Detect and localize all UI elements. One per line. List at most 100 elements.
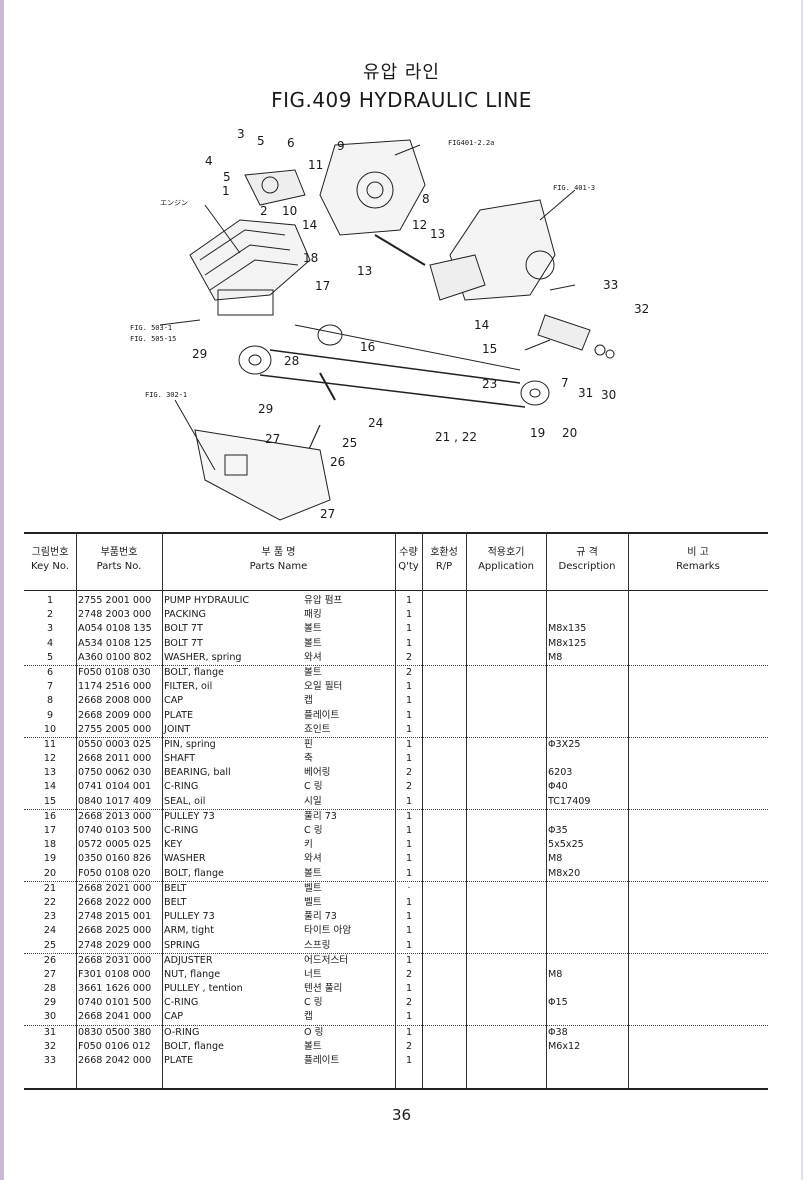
row-key: 32 [43,1040,57,1052]
row-key: 23 [43,911,57,923]
column-divider [76,534,77,1088]
callout-number: 29 [258,402,273,416]
row-part-name: PUMP HYDRAULIC [164,595,250,606]
row-key: 26 [43,954,57,966]
row-key: 28 [43,983,57,995]
callout-number: 16 [360,340,375,354]
row-part-name-korean: 플레이트 [304,709,340,721]
row-quantity: 1 [405,1026,413,1038]
row-part-number: 2668 2013 000 [78,810,152,822]
row-part-number: 2668 2008 000 [78,695,152,707]
row-part-number: A054 0108 135 [78,623,152,635]
callout-number: 26 [330,455,345,469]
ref-fig-503: FIG. 503-1 [130,324,172,332]
callout-number: 6 [287,136,295,150]
row-quantity: 1 [405,595,413,606]
row-key: 30 [43,1011,57,1023]
row-key: 2 [46,609,54,621]
row-description: Φ3X25 [548,738,581,750]
callout-number: 18 [303,251,318,265]
row-part-name: BOLT 7T [164,637,203,649]
row-part-number: F301 0108 000 [78,968,151,980]
header-rp: 호환성 R/P [430,547,458,572]
row-part-number: A360 0100 802 [78,651,152,663]
callout-number: 4 [205,154,213,168]
row-key: 17 [43,825,57,836]
row-quantity: 1 [405,695,413,707]
row-part-name: PIN, spring [164,738,216,750]
row-part-number: 0840 1017 409 [78,795,152,807]
row-part-number: 2748 2015 001 [78,911,152,923]
row-part-number: 0750 0062 030 [78,767,152,779]
row-part-number: 2668 2041 000 [78,1011,152,1023]
row-part-name: KEY [164,839,183,851]
row-key: 31 [43,1026,57,1038]
callout-number: 10 [282,204,297,218]
row-quantity: 1 [405,637,413,649]
row-quantity: 1 [405,753,413,765]
row-part-name-korean: C 링 [304,781,323,793]
callout-number: 7 [561,376,569,390]
row-part-number: 2748 2029 000 [78,939,152,951]
row-part-name: C-RING [164,997,199,1009]
exploded-diagram: エンジン FIG401-2.2a FIG. 401-3 FIG. 503-1 F… [120,125,680,525]
row-part-number: 1174 2516 000 [78,681,152,693]
row-quantity: 1 [405,911,413,923]
callout-number: 17 [315,279,330,293]
row-key: 18 [43,839,57,851]
row-part-name-korean: 스프링 [304,939,331,951]
row-quantity: 2 [405,968,413,980]
callout-number: 13 [430,227,445,241]
row-part-name-korean: 캡 [304,1011,313,1023]
row-description: TC17409 [548,795,591,807]
row-quantity: 1 [405,1011,413,1023]
row-part-number: 2755 2005 000 [78,723,152,735]
page-edge [801,0,803,1180]
row-part-name-korean: 볼트 [304,637,322,649]
row-quantity: 1 [405,810,413,822]
row-part-name: BOLT 7T [164,623,203,635]
callout-number: 2 [260,204,268,218]
row-quantity: 1 [405,723,413,735]
row-part-name: ARM, tight [164,925,214,937]
header-key: 그림번호 Key No. [31,547,69,572]
row-quantity: 1 [405,1055,413,1066]
row-key: 14 [43,781,57,793]
header-application: 적용호기 Application [478,547,534,572]
row-part-name: SPRING [164,939,200,951]
row-part-number: 2668 2031 000 [78,954,152,966]
row-part-number: 0572 0005 025 [78,839,152,851]
callout-number: 5 [223,170,231,184]
row-part-number: 2668 2025 000 [78,925,152,937]
row-description: M8 [548,651,563,663]
column-divider [546,534,547,1088]
row-key: 22 [43,896,57,908]
row-key: 4 [46,637,54,649]
row-part-name-korean: C 링 [304,825,323,836]
callout-number: 25 [342,436,357,450]
row-part-name: SEAL, oil [164,795,206,807]
row-key: 24 [43,925,57,937]
row-description: Φ40 [548,781,568,793]
header-remarks: 비 고 Remarks [676,547,720,572]
ref-fig-302: FIG. 302-1 [145,391,187,399]
row-quantity: 1 [405,839,413,851]
column-divider [162,534,163,1088]
callout-number: 27 [265,432,280,446]
callout-number: 32 [634,302,649,316]
row-part-name-korean: 타이트 아암 [304,925,352,937]
